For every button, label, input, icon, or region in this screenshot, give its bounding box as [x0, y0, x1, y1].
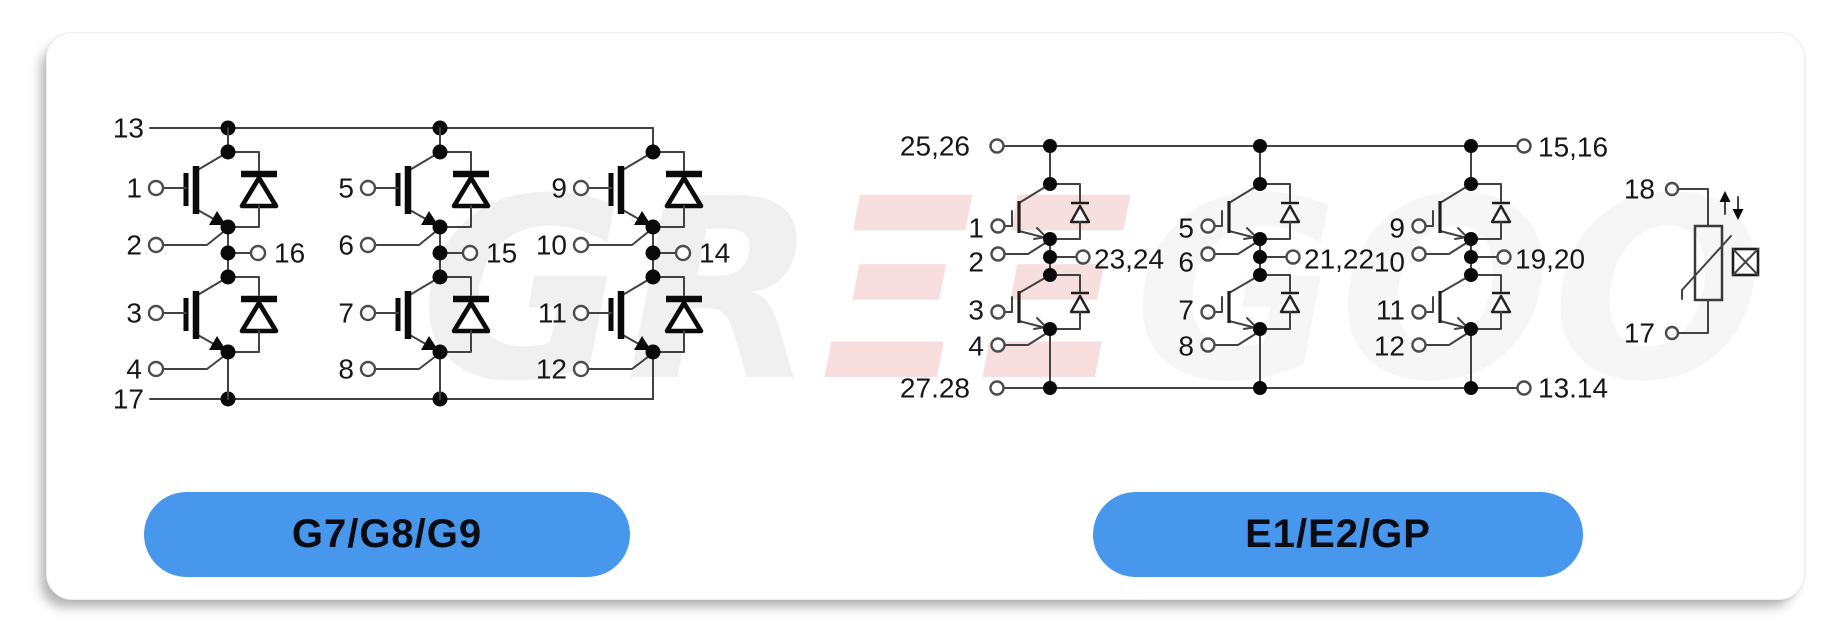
module-name-button-e1e2gp[interactable]: E1/E2/GP	[1093, 492, 1583, 577]
pin-label: 6	[1178, 247, 1194, 278]
pin-label: 9	[1389, 213, 1405, 244]
pin-label-bottom-bus: 17	[113, 384, 144, 415]
pin-label: 12	[536, 354, 567, 385]
module-name-label: G7/G8/G9	[291, 512, 483, 556]
half-bridge-leg	[989, 137, 1092, 397]
half-bridge-leg	[1410, 137, 1513, 397]
pin-label: 8	[1178, 331, 1194, 362]
pin-label: 3	[968, 295, 984, 326]
pin-label: 11	[1376, 295, 1405, 326]
pin-label-top-bus: 13	[113, 113, 144, 144]
pin-label: 9	[551, 173, 567, 204]
module-name-label: E1/E2/GP	[1245, 512, 1431, 556]
pin-label: 23,24	[1094, 244, 1164, 275]
pin-label: 5	[338, 173, 354, 204]
pin-label-thermistor-top: 18	[1624, 174, 1655, 205]
bidirectional-arrows-icon	[1719, 191, 1744, 220]
pin-label: 7	[1178, 295, 1194, 326]
thermistor-symbol: 18 17	[1624, 174, 1760, 349]
pin-label: 19,20	[1515, 244, 1585, 275]
pin-label: 1	[968, 213, 984, 244]
pin-label-top-bus-right: 15,16	[1538, 132, 1608, 163]
module-e1e2gp-schematic: 25,26 15,16 27.28 13.14 1 2 23,24 3 4 5 …	[900, 131, 1760, 404]
pin-label: 10	[1374, 247, 1405, 278]
pin-label: 5	[1178, 213, 1194, 244]
pin-label: 8	[338, 354, 354, 385]
pin-label: 21,22	[1304, 244, 1374, 275]
pin-label: 16	[274, 238, 305, 269]
half-bridge-leg	[149, 128, 277, 399]
pin-label: 1	[126, 173, 142, 204]
pin-label-bottom-bus-right: 13.14	[1538, 373, 1608, 404]
pin-label-bottom-bus-left: 27.28	[900, 373, 970, 404]
pin-label: 3	[126, 298, 142, 329]
module-name-button-g7g8g9[interactable]: G7/G8/G9	[144, 492, 630, 577]
module-g7g8g9-schematic: 13 17 1 2 16 3 4 5 6 15 7 8 9 10 14 11 1…	[113, 113, 730, 415]
pin-label: 12	[1374, 331, 1405, 362]
pin-label: 14	[699, 238, 730, 269]
pin-label: 4	[968, 331, 984, 362]
pin-label-thermistor-bottom: 17	[1624, 318, 1655, 349]
pin-label: 2	[968, 247, 984, 278]
pin-label-top-bus-left: 25,26	[900, 131, 970, 162]
crossed-box-icon	[1731, 247, 1760, 277]
half-bridge-leg	[1199, 137, 1302, 397]
pin-label: 4	[126, 354, 142, 385]
pin-label: 15	[486, 238, 517, 269]
half-bridge-leg	[361, 128, 489, 399]
pin-label: 2	[126, 230, 142, 261]
pin-label: 11	[538, 298, 567, 329]
pin-label: 6	[338, 230, 354, 261]
half-bridge-leg	[574, 128, 702, 399]
pin-label: 7	[338, 298, 354, 329]
pin-label: 10	[536, 230, 567, 261]
